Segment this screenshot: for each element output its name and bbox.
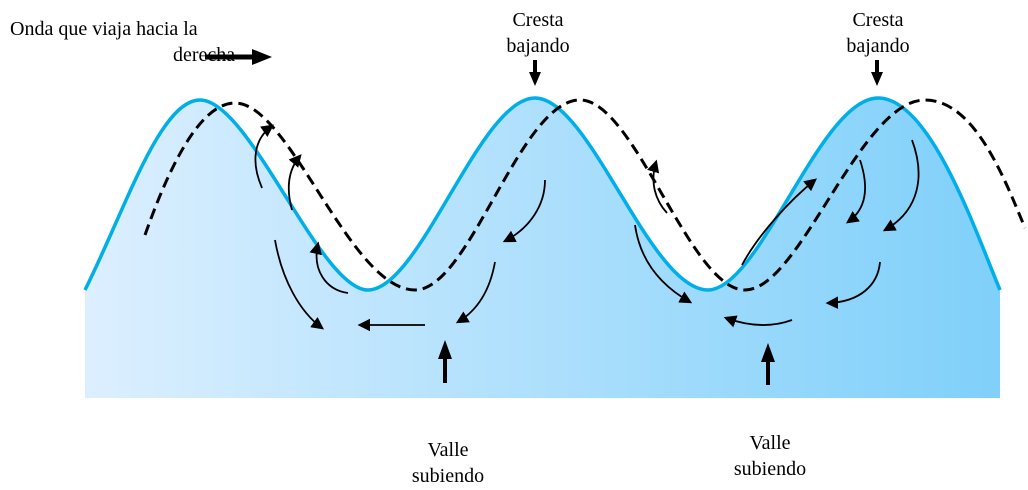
crest-right-down-arrow (871, 60, 883, 86)
circulation-arrow (647, 159, 668, 214)
wave-direction-label: Onda que viaja hacia la derecha (10, 16, 235, 68)
circulation-arrow (634, 224, 693, 304)
trough-left-label: Valle subiendo (412, 437, 484, 489)
crest-right-label: Cresta bajando (846, 7, 909, 59)
water-body (85, 98, 1000, 398)
circulation-arrow (845, 159, 867, 224)
trough-right-label-line1: Valle (749, 432, 791, 454)
wave-direction-label-line2: derecha (173, 44, 236, 66)
circulation-arrow (882, 139, 920, 232)
trough-left-up-arrow (438, 340, 452, 383)
crest-left-label: Cresta bajando (506, 7, 569, 59)
crest-left-label-line1: Cresta (512, 9, 564, 31)
circulation-arrow (825, 261, 881, 309)
circulation-arrow (455, 261, 496, 324)
crest-right-label-line1: Cresta (852, 9, 904, 31)
direction-arrow (205, 49, 272, 65)
current-wave-line (83, 96, 1002, 292)
circulation-arrow (723, 315, 793, 328)
trough-right-label: Valle subiendo (734, 430, 806, 482)
crest-right-label-line2: bajando (846, 35, 910, 57)
trough-right-label-line2: subiendo (733, 458, 807, 480)
wave-direction-label-line1: Onda que viaja hacia la (10, 18, 198, 40)
trough-right-up-arrow (761, 343, 775, 385)
circulation-arrow (254, 124, 275, 189)
circulation-arrow (502, 179, 546, 243)
circulation-arrow (274, 239, 325, 330)
circulation-arrow (287, 154, 302, 211)
crest-left-label-line2: bajando (506, 35, 570, 57)
trough-left-label-line2: subiendo (411, 465, 485, 487)
crest-left-down-arrow (529, 60, 541, 86)
circulation-arrow (741, 178, 817, 266)
circulation-arrows (254, 124, 920, 332)
trough-left-label-line1: Valle (427, 439, 469, 461)
circulation-arrow (309, 241, 349, 294)
